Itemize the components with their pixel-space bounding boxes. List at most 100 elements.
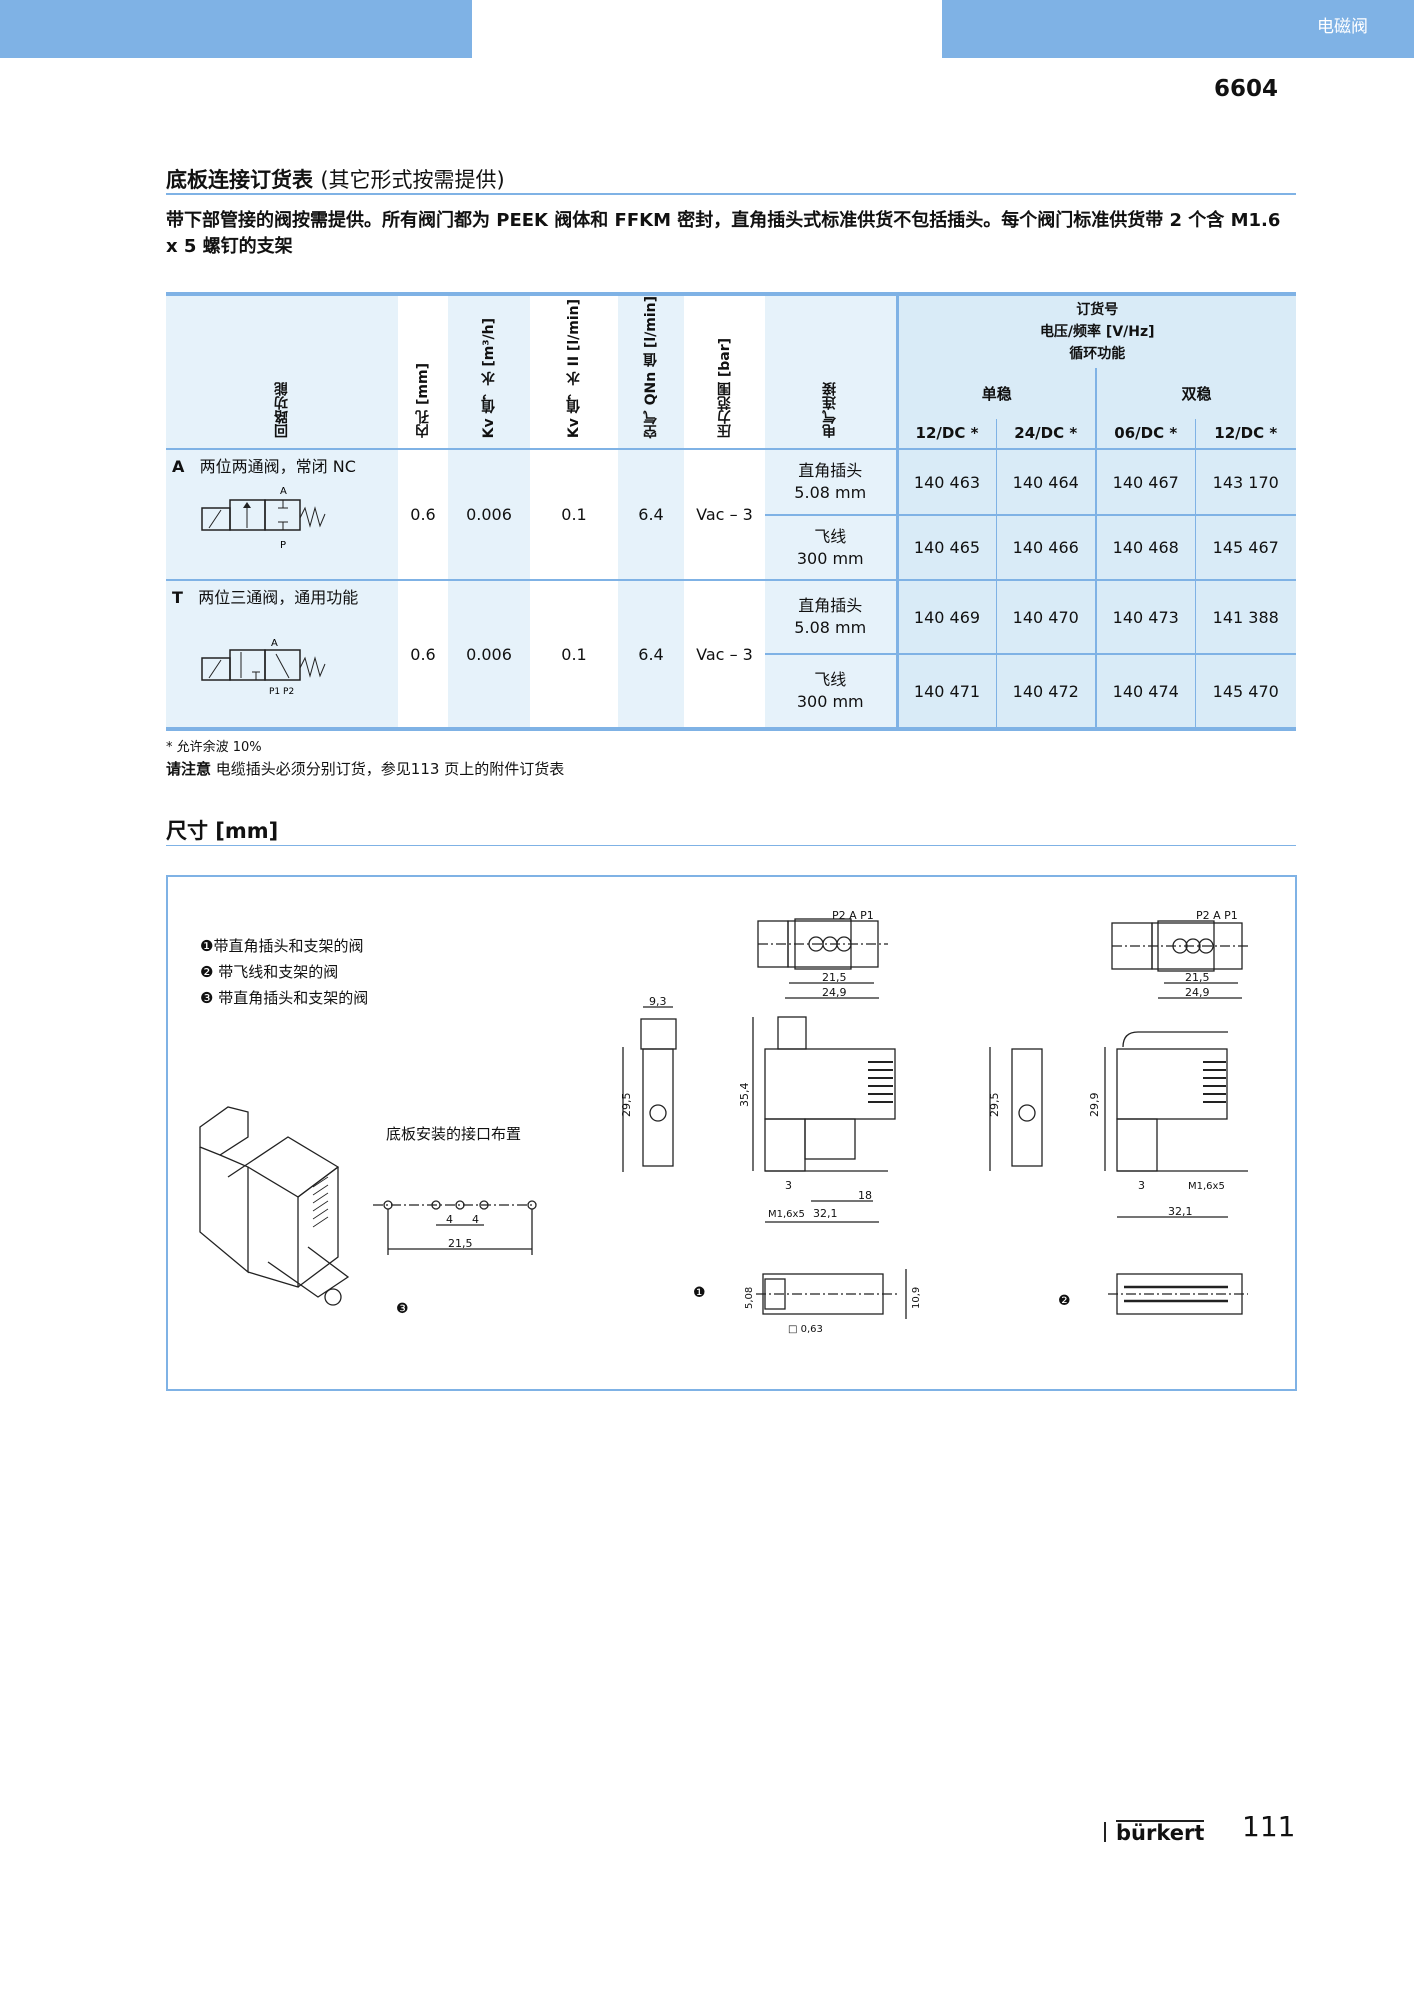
- table-cell: 145 470: [1194, 652, 1296, 730]
- svg-text:3: 3: [1138, 1179, 1145, 1192]
- svg-text:21,5: 21,5: [448, 1237, 473, 1250]
- table-cell: 140 464: [995, 448, 1096, 515]
- ordering-description: 带下部管接的阀按需提供。所有阀门都为 PEEK 阀体和 FFKM 密封，直角插头…: [166, 210, 1281, 257]
- divider: [166, 845, 1296, 846]
- svg-text:24,9: 24,9: [822, 986, 847, 999]
- view1-top: [757, 918, 888, 999]
- svg-text:❷: ❷: [1058, 1293, 1071, 1309]
- svg-text:□ 0,63: □ 0,63: [788, 1324, 823, 1335]
- col-v2: 24/DC *: [995, 418, 1096, 450]
- table-cell: 0.1: [530, 448, 618, 581]
- col-v1: 12/DC *: [895, 418, 996, 450]
- svg-text:P1 P2: P1 P2: [269, 687, 294, 697]
- table-cell: 0.006: [448, 579, 530, 730]
- col-air: 空气 QNn 值 [l/min]: [618, 294, 684, 450]
- table-cell: 6.4: [618, 579, 684, 730]
- model-number: 6604: [1213, 76, 1278, 102]
- col-bi: 双稳: [1095, 367, 1296, 419]
- col-v3: 06/DC *: [1095, 418, 1195, 450]
- base-port-layout: [373, 1200, 537, 1255]
- col-pressure: 压力范围 [bar]: [684, 294, 765, 450]
- col-electrical: 电气连接: [765, 294, 897, 450]
- svg-text:3: 3: [785, 1179, 792, 1192]
- table-cell: 143 170: [1194, 448, 1296, 515]
- col-function: 回路功能: [166, 294, 398, 450]
- valve-symbol-2-2: AP: [201, 486, 326, 551]
- ordering-table: 回路功能 内孔 [mm] Kv 值，水 [m³/h] Kv 值，水 II [l/…: [166, 292, 1296, 732]
- col-orifice: 内孔 [mm]: [398, 294, 448, 450]
- view2-bottom: [1108, 1273, 1248, 1315]
- table-cell: 0.1: [530, 579, 618, 730]
- svg-text:❶: ❶: [693, 1285, 706, 1301]
- table-cell: 0.006: [448, 448, 530, 581]
- svg-text:P2 A P1: P2 A P1: [1196, 909, 1238, 922]
- table-cell: 140 471: [895, 652, 996, 730]
- view1-bottom: [756, 1269, 907, 1319]
- view1-side: [622, 1006, 896, 1223]
- svg-text:29,9: 29,9: [1088, 1093, 1101, 1118]
- col-kv2: Kv 值，水 II [l/min]: [530, 294, 618, 450]
- svg-text:32,1: 32,1: [1168, 1205, 1193, 1218]
- col-mono: 单稳: [895, 367, 1096, 419]
- table-cell: 140 468: [1095, 513, 1195, 581]
- valve-symbol-3-2: A P1 P2: [201, 638, 326, 697]
- svg-text:A: A: [280, 486, 287, 497]
- header-bar-right: 电磁阀: [942, 0, 1414, 58]
- svg-text:29,5: 29,5: [988, 1093, 1001, 1118]
- view2-side: [989, 1031, 1248, 1218]
- category-label: 电磁阀: [1317, 17, 1368, 37]
- svg-text:M1,6x5: M1,6x5: [768, 1209, 805, 1220]
- col-v4: 12/DC *: [1194, 418, 1296, 450]
- svg-text:❸: ❸: [396, 1301, 409, 1317]
- col-kv: Kv 值，水 [m³/h]: [448, 294, 530, 450]
- table-cell: 140 465: [895, 513, 996, 581]
- dimension-drawings: P2 A P1 P2 A P1 21,524,9 21,524,9 9,3 29…: [199, 909, 1248, 1335]
- svg-text:5,08: 5,08: [744, 1287, 755, 1309]
- footer-divider: [1104, 1822, 1106, 1842]
- table-cell: 140 473: [1095, 579, 1195, 654]
- svg-text:29,5: 29,5: [620, 1093, 633, 1118]
- table-cell: 140 463: [895, 448, 996, 515]
- svg-text:A: A: [271, 638, 278, 649]
- ordering-title: 底板连接订货表 (其它形式按需提供): [166, 168, 505, 192]
- base-layout-label: 底板安装的接口布置: [386, 1125, 522, 1143]
- footnote: * 允许余波 10%: [166, 740, 262, 755]
- svg-text:4: 4: [446, 1213, 453, 1226]
- table-cell: 0.6: [398, 579, 448, 730]
- divider: [166, 193, 1296, 195]
- svg-text:9,3: 9,3: [649, 995, 667, 1008]
- view2-top: [1111, 920, 1248, 999]
- table-cell: Vac – 3: [684, 448, 765, 581]
- svg-text:P: P: [280, 540, 286, 551]
- valve-3d-view: [199, 1106, 350, 1306]
- table-cell: 0.6: [398, 448, 448, 581]
- brand-logo: bürkert: [1116, 1820, 1205, 1845]
- svg-text:4: 4: [472, 1213, 479, 1226]
- table-cell: 140 466: [995, 513, 1096, 581]
- svg-text:18: 18: [858, 1189, 872, 1202]
- table-cell: 6.4: [618, 448, 684, 581]
- table-cell: 140 469: [895, 579, 996, 654]
- col-order-no: 订货号电压/频率 [V/Hz]循环功能: [895, 294, 1296, 368]
- note: 请注意 电缆插头必须分别订货，参见113 页上的附件订货表: [166, 760, 565, 778]
- table-cell: 140 470: [995, 579, 1096, 654]
- page-number: 111: [1242, 1810, 1296, 1843]
- dimensions-title: 尺寸 [mm]: [166, 819, 279, 843]
- svg-text:21,5: 21,5: [1185, 971, 1210, 984]
- svg-text:35,4: 35,4: [738, 1083, 751, 1108]
- table-cell: 140 467: [1095, 448, 1195, 515]
- table-cell: 145 467: [1194, 513, 1296, 581]
- svg-text:21,5: 21,5: [822, 971, 847, 984]
- svg-text:M1,6x5: M1,6x5: [1188, 1181, 1225, 1192]
